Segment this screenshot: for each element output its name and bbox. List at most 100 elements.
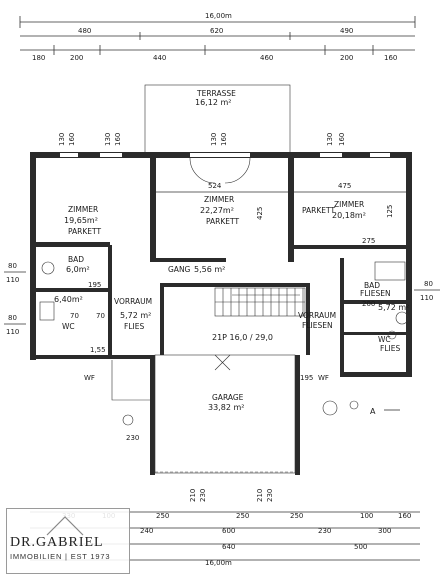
- hall-right-floor: FLIESEN: [302, 321, 333, 330]
- svg-text:195: 195: [300, 374, 313, 382]
- dim-top-row3-6: 160: [384, 54, 397, 62]
- room-center-area: 22,27m²: [200, 206, 234, 215]
- svg-text:210: 210: [189, 489, 197, 502]
- hall-left: VORRAUM 5,72 m² FLIES WF: [84, 297, 152, 426]
- garage: GARAGE 33,82 m² 230 210 230 210 230: [126, 354, 359, 502]
- terrace-label: TERRASSE: [196, 89, 236, 98]
- wc-right: WC FLIES 200: [362, 300, 400, 353]
- section-mark: A: [370, 407, 400, 416]
- wf-right: WF: [318, 374, 329, 382]
- dim-top-row3-3: 440: [153, 54, 166, 62]
- dim-right-width: 475: [338, 182, 351, 190]
- svg-text:230: 230: [266, 489, 274, 502]
- hall-left-area: 5,72 m²: [120, 311, 151, 320]
- hall-right-name: VORRAUM: [298, 311, 336, 320]
- dim-center-width: 524: [208, 182, 222, 190]
- room-center-name: ZIMMER: [204, 195, 234, 204]
- room-center: 524 ZIMMER 22,27m² PARKETT 425: [156, 157, 288, 226]
- garage-area: 33,82 m²: [208, 403, 244, 412]
- svg-text:70: 70: [96, 312, 105, 320]
- stairs: 21P 16,0 / 29,0: [212, 287, 306, 342]
- dim-top-row3-4: 460: [260, 54, 273, 62]
- corridor: GANG 5,56 m²: [168, 265, 225, 274]
- dim-bottom-total: 16,00m: [205, 559, 232, 567]
- svg-text:230: 230: [199, 489, 207, 502]
- terrace-area: 16,12 m²: [195, 98, 231, 107]
- dim-top-row3-2: 200: [70, 54, 83, 62]
- svg-text:425: 425: [256, 207, 264, 220]
- bath-left-area: 6,0m²: [66, 265, 90, 274]
- room-left-name: ZIMMER: [68, 205, 98, 214]
- house-icon: [46, 516, 84, 536]
- bath-right: BAD FLIESEN 5,72 m²: [360, 261, 409, 325]
- room-left-floor: PARKETT: [68, 227, 101, 236]
- room-right-area: 20,18m²: [332, 211, 366, 220]
- svg-text:80: 80: [424, 280, 433, 288]
- logo-name: DR.GABRIEL: [10, 535, 104, 550]
- wf-left: WF: [84, 374, 95, 382]
- interior-walls: [30, 152, 410, 376]
- bath-right-floor: FLIESEN: [360, 289, 391, 298]
- hall-left-name: VORRAUM: [114, 297, 152, 306]
- svg-text:70: 70: [70, 312, 79, 320]
- svg-text:600: 600: [222, 527, 235, 535]
- top-dimension-chain: 16,00m 480 620 490 180 200 440 460 200 1…: [19, 12, 416, 62]
- bath-right-name: BAD: [364, 281, 380, 290]
- corridor-area: 5,56 m²: [194, 265, 225, 274]
- room-right-name: ZIMMER: [334, 200, 364, 209]
- svg-text:110: 110: [6, 276, 19, 284]
- svg-text:230: 230: [126, 434, 139, 442]
- svg-text:640: 640: [222, 543, 235, 551]
- svg-text:200: 200: [362, 300, 375, 308]
- logo: [6, 508, 130, 574]
- stairs-label: 21P 16,0 / 29,0: [212, 333, 273, 342]
- svg-text:250: 250: [290, 512, 303, 520]
- svg-text:130: 130: [104, 133, 112, 146]
- room-right-floor: PARKETT: [302, 206, 335, 215]
- wc-left-name: WC: [62, 322, 75, 331]
- room-right: 475 ZIMMER 20,18m² PARKETT 125 275: [294, 182, 406, 245]
- svg-text:210: 210: [256, 489, 264, 502]
- svg-text:1,55: 1,55: [90, 346, 106, 354]
- svg-text:160: 160: [338, 133, 346, 146]
- room-left: ZIMMER 19,65m² PARKETT: [64, 205, 101, 236]
- right-side-dims: 80 110: [414, 280, 440, 302]
- hall-right: VORRAUM FLIESEN 195 WF: [298, 311, 336, 382]
- room-left-area: 19,65m²: [64, 216, 98, 225]
- wc-left-area: 6,40m²: [54, 295, 83, 304]
- dim-top-total: 16,00m: [205, 12, 232, 20]
- svg-text:130: 130: [210, 133, 218, 146]
- svg-text:160: 160: [398, 512, 411, 520]
- svg-text:110: 110: [6, 328, 19, 336]
- logo-tagline: IMMOBILIEN | EST 1973: [10, 552, 111, 561]
- dim-top-row2-3: 490: [340, 27, 353, 35]
- dim-top-row3-5: 200: [340, 54, 353, 62]
- svg-text:275: 275: [362, 237, 375, 245]
- wc-right-floor: FLIES: [380, 344, 400, 353]
- svg-text:195: 195: [88, 281, 101, 289]
- wc-left: 6,40m² WC 70 70 1,55: [39, 295, 106, 354]
- svg-text:500: 500: [354, 543, 367, 551]
- svg-text:240: 240: [140, 527, 153, 535]
- svg-text:250: 250: [236, 512, 249, 520]
- svg-text:130: 130: [326, 133, 334, 146]
- svg-text:125: 125: [386, 205, 394, 218]
- room-center-floor: PARKETT: [206, 217, 239, 226]
- svg-text:110: 110: [420, 294, 433, 302]
- svg-text:80: 80: [8, 314, 17, 322]
- dim-top-row2-2: 620: [210, 27, 223, 35]
- wall-marks-top: 130 160 130 160 130 160 130 160: [58, 133, 346, 146]
- svg-text:300: 300: [378, 527, 391, 535]
- corridor-name: GANG: [168, 265, 191, 274]
- hall-left-floor: FLIES: [124, 322, 144, 331]
- svg-text:160: 160: [68, 133, 76, 146]
- dim-top-row3-1: 180: [32, 54, 45, 62]
- bath-left-name: BAD: [68, 255, 84, 264]
- svg-text:160: 160: [114, 133, 122, 146]
- svg-text:100: 100: [360, 512, 373, 520]
- section-mark-label: A: [370, 407, 376, 416]
- svg-text:160: 160: [220, 133, 228, 146]
- left-side-dims: 80 110 80 110: [4, 262, 26, 336]
- svg-text:130: 130: [58, 133, 66, 146]
